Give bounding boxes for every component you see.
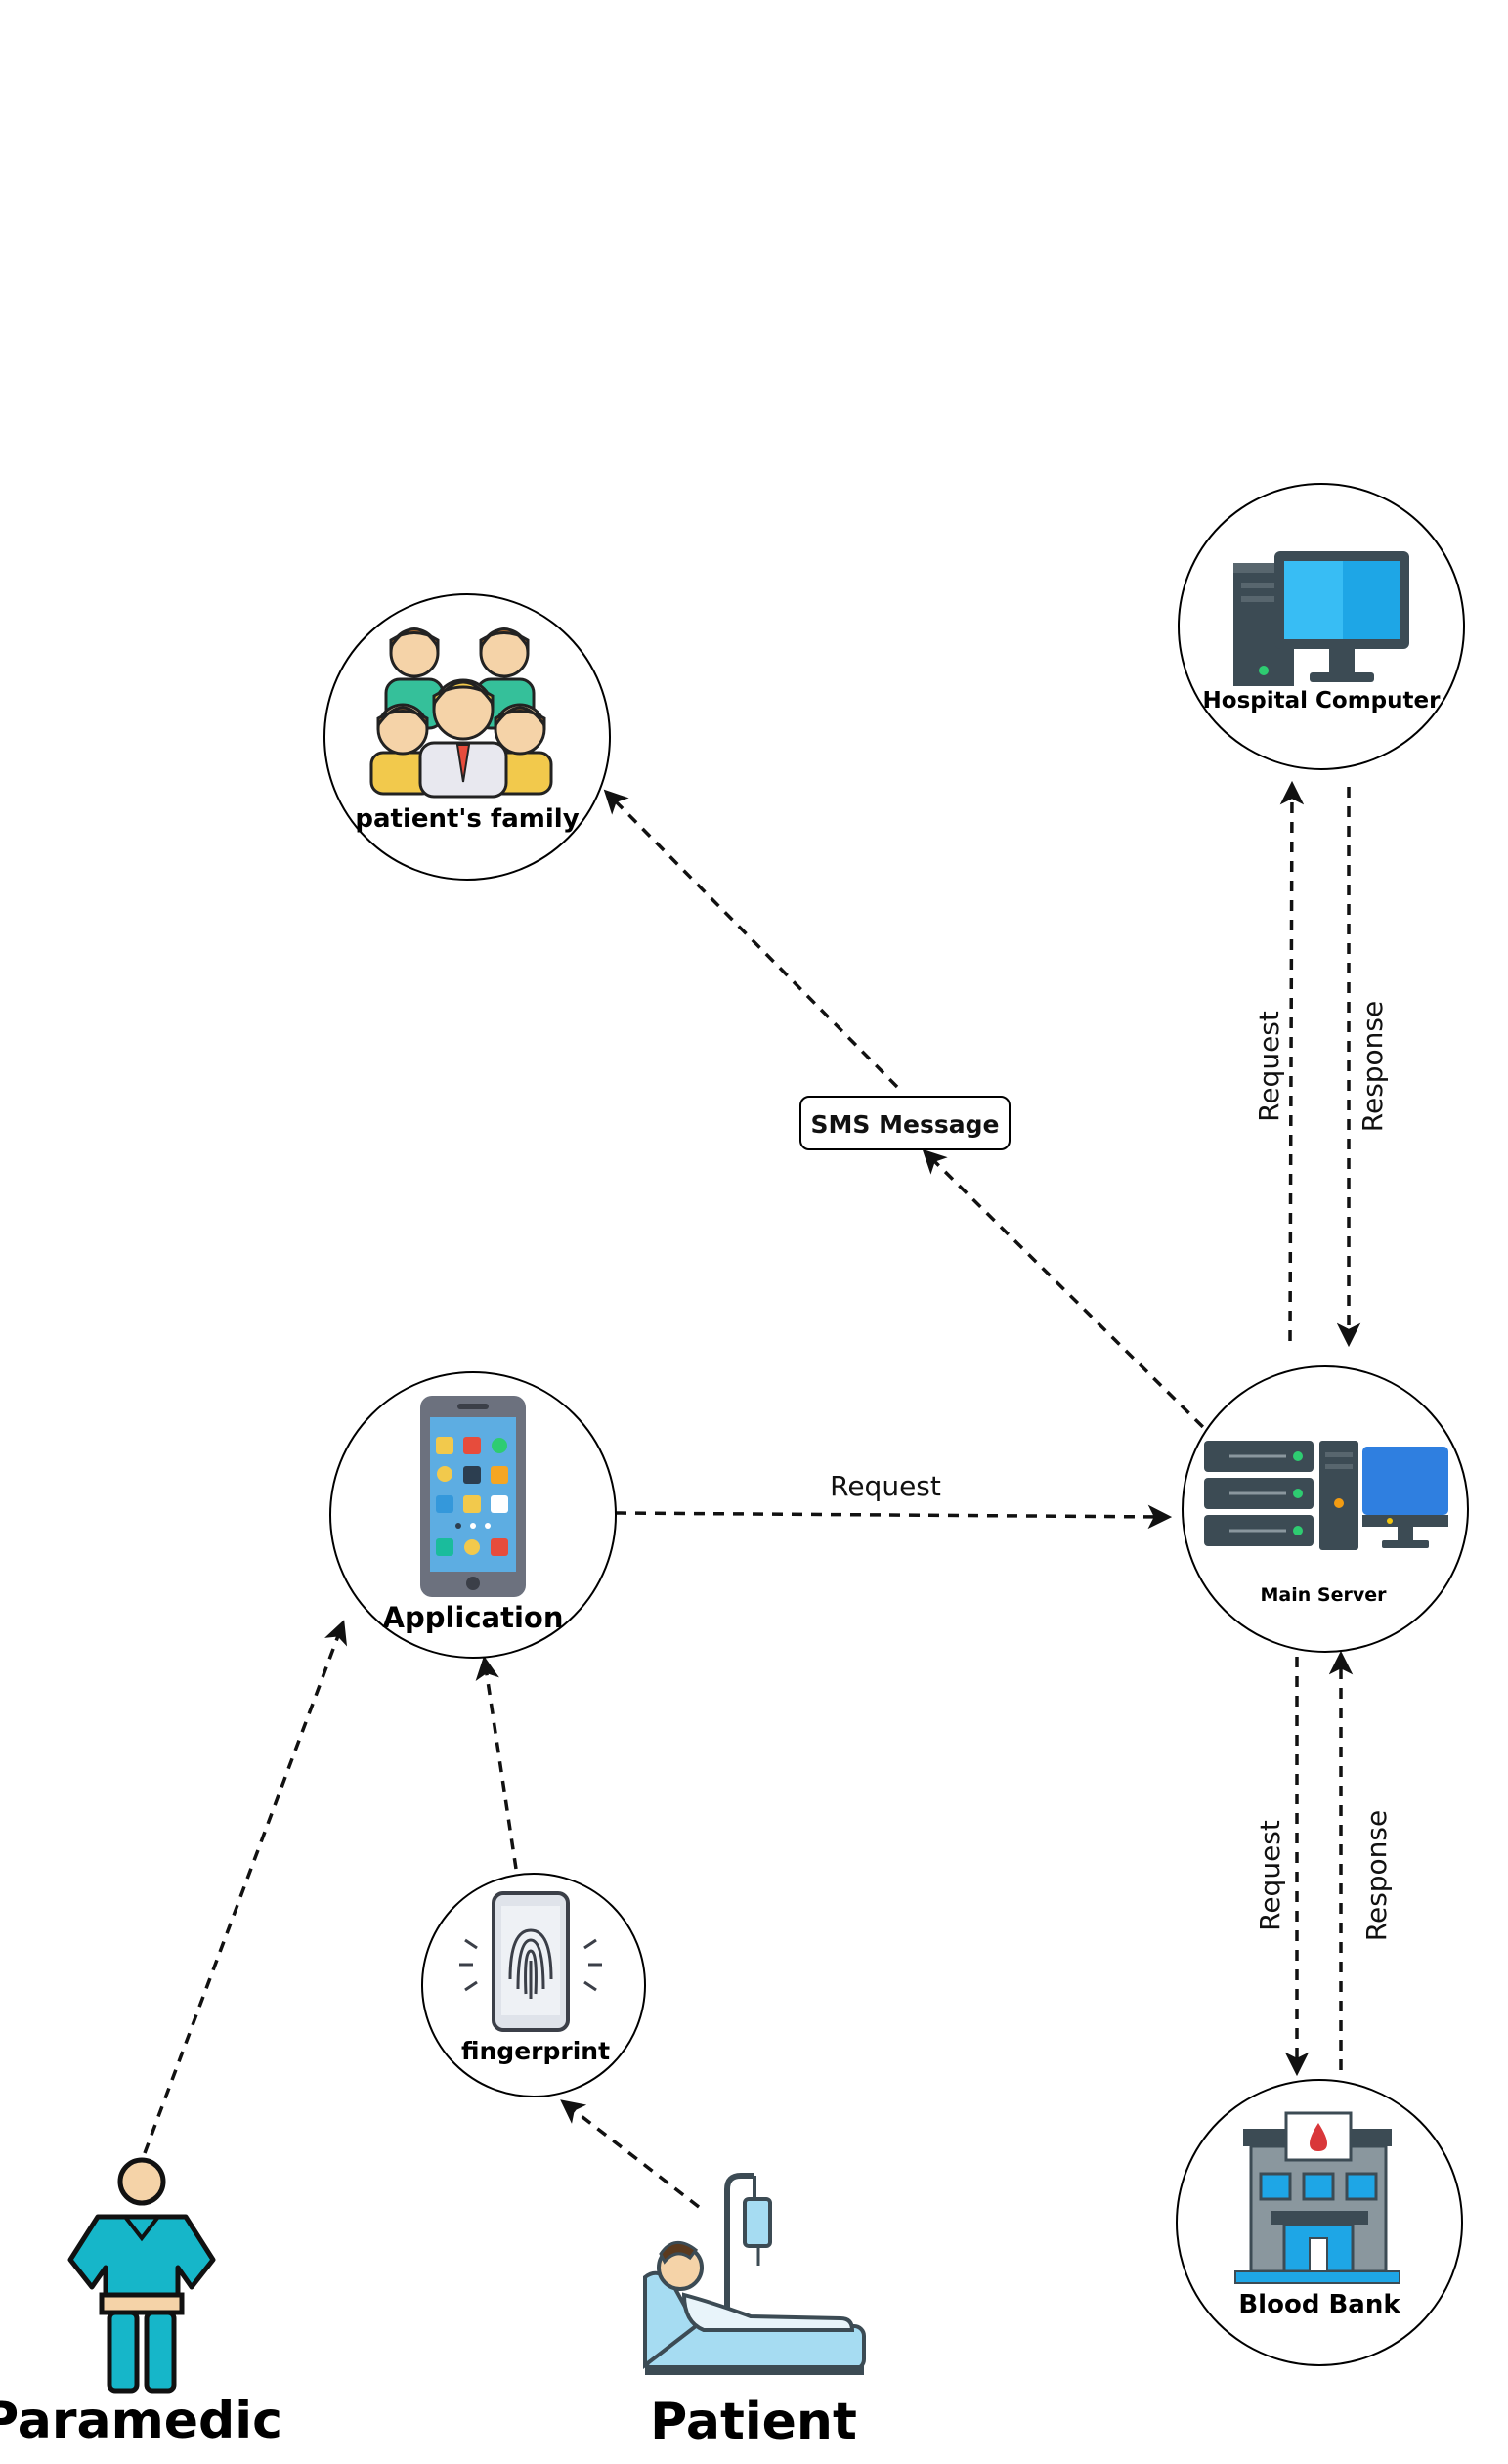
blood-bank-label: Blood Bank [1238, 2290, 1400, 2319]
sms-message-box: SMS Message [799, 1096, 1011, 1150]
family-group-icon [369, 627, 553, 799]
node-main-server: Main Server [1182, 1365, 1469, 1653]
request-label-hospital: Request [1253, 1011, 1285, 1122]
patients-family-label: patient's family [355, 804, 579, 834]
smartphone-app-icon [420, 1396, 526, 1597]
node-hospital-computer: Hospital Computer [1178, 483, 1465, 770]
desktop-computer-icon [1233, 551, 1409, 686]
patient-in-bed-icon [643, 2173, 866, 2375]
actor-paramedic: Paramedic [0, 2157, 282, 2450]
edge-fingerprint-to-application [475, 1655, 518, 1870]
application-label: Application [383, 1601, 564, 1634]
node-fingerprint: fingerprint [421, 1873, 646, 2097]
main-server-label: Main Server [1261, 1584, 1388, 1606]
edge-server-to-hospital [1279, 780, 1305, 1342]
node-blood-bank: Blood Bank [1176, 2079, 1463, 2366]
edge-application-to-server [615, 1504, 1173, 1530]
actor-patient: Patient [643, 2173, 866, 2451]
edge-server-to-sms [922, 1148, 1219, 1443]
server-rack-icon [1204, 1441, 1448, 1550]
paramedic-person-icon [67, 2157, 216, 2394]
node-patients-family: patient's family [323, 593, 611, 881]
node-application: Application [329, 1371, 617, 1659]
response-label-hospital: Response [1357, 1001, 1389, 1132]
blood-bank-building-icon [1234, 2111, 1400, 2284]
hospital-computer-label: Hospital Computer [1203, 688, 1442, 713]
request-label-bloodbank: Request [1254, 1820, 1286, 1931]
edge-patient-to-fingerprint [560, 2099, 701, 2209]
patient-label: Patient [650, 2393, 857, 2451]
sms-message-label: SMS Message [811, 1110, 1000, 1139]
edge-sms-to-family [603, 789, 899, 1089]
response-label-bloodbank: Response [1360, 1810, 1393, 1941]
request-label-app-server: Request [830, 1470, 941, 1502]
paramedic-label: Paramedic [0, 2392, 282, 2450]
edge-paramedic-to-application [143, 1620, 348, 2154]
fingerprint-label: fingerprint [461, 2037, 610, 2065]
fingerprint-phone-icon [459, 1891, 602, 2032]
